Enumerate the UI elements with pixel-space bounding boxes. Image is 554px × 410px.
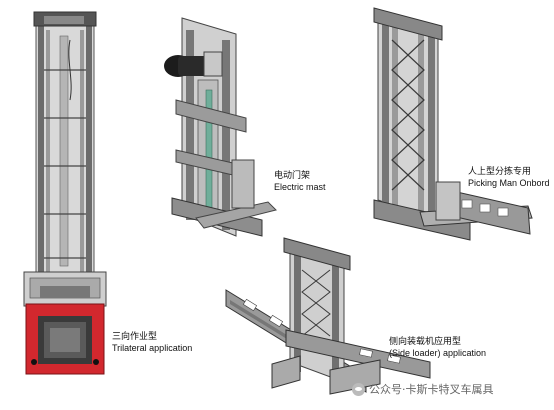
trilateral-caption-en: Trilateral application [112, 343, 193, 353]
side-loader-figure [225, 237, 431, 395]
picking-caption: 人上型分拣专用 Picking Man Onbord [468, 167, 550, 189]
electric-caption-en: Electric mast [274, 182, 326, 192]
trilateral-caption-zh: 三向作业型 [112, 332, 158, 342]
picking-mast-figure [373, 7, 533, 241]
side-loader-caption: 侧向装载机应用型 (Side loader) application [389, 337, 486, 359]
watermark-text: 公众号·卡斯卡特叉车属具 [369, 383, 494, 396]
picking-caption-en: Picking Man Onbord [468, 178, 550, 188]
electric-caption-zh: 电动门架 [274, 171, 311, 181]
picking-caption-zh: 人上型分拣专用 [468, 167, 532, 177]
side-loader-caption-en: (Side loader) application [389, 348, 487, 358]
side-loader-caption-zh: 侧向装载机应用型 [389, 337, 462, 347]
electric-mast-figure [164, 17, 277, 237]
watermark: 公众号·卡斯卡特叉车属具 [352, 381, 494, 397]
trilateral-mast-figure [23, 11, 107, 375]
wechat-icon [352, 382, 365, 396]
trilateral-caption: 三向作业型 Trilateral application [112, 332, 192, 354]
electric-caption: 电动门架 Electric mast [274, 171, 326, 193]
